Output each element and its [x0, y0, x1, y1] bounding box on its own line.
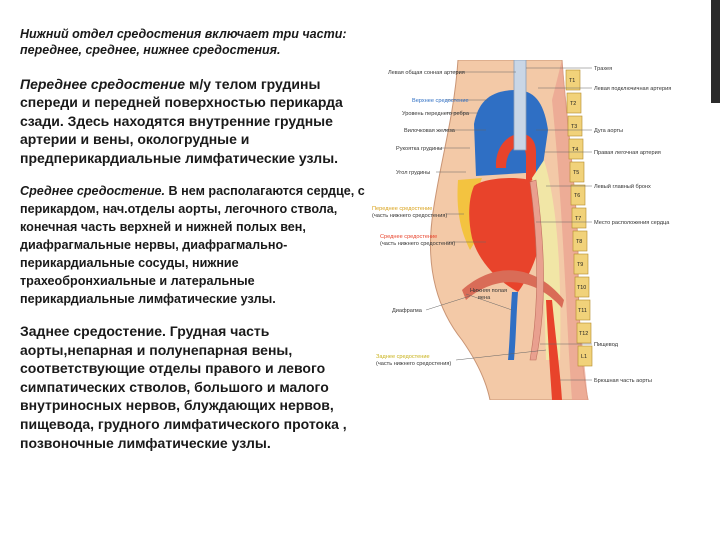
vertebra	[566, 92, 582, 114]
superior-mediastinum	[474, 90, 548, 176]
middle-paragraph: Среднее средостение. В нем располагаются…	[20, 182, 365, 308]
middle-mediastinum	[469, 178, 546, 292]
label-abdominal-aorta: Брюшная часть аорты	[594, 378, 652, 384]
mediastinum-diagram: T1 T2 T3 T4 T5 T6 T7 T8 T9 T10 T11 T12 L…	[372, 60, 671, 400]
intro-paragraph: Нижний отдел средостения включает три ча…	[20, 26, 365, 58]
posterior-text: Заднее средостение. Грудная часть аорты,…	[20, 323, 347, 451]
vertebra-label: T7	[575, 216, 581, 222]
vertebra	[568, 138, 584, 160]
vertebra-label: T9	[577, 262, 583, 268]
vertebra	[573, 253, 589, 275]
spine: T1 T2 T3 T4 T5 T6 T7 T8 T9 T10 T11 T12 L…	[565, 69, 593, 367]
middle-text: В нем располагаются сердце, с перикардом…	[20, 184, 365, 307]
middle-lead: Среднее средостение.	[20, 184, 166, 199]
label-left-subclavian: Левая подключичная артерия	[594, 86, 671, 92]
label-sternal-angle: Угол грудины	[396, 170, 430, 176]
vertebra-label: T12	[579, 331, 588, 337]
vertebra	[577, 345, 593, 367]
vertebra-label: T11	[578, 308, 587, 314]
vertebra	[565, 69, 581, 91]
vertebra	[575, 299, 591, 321]
esophagus	[529, 179, 544, 361]
label-thymus: Вилочковая железа	[404, 128, 456, 134]
vertebra	[569, 161, 585, 183]
vertebra-label: T8	[576, 239, 582, 245]
leader-line	[455, 349, 547, 361]
label-anterior-note: (часть нижнего средостения)	[372, 213, 447, 219]
label-ivc-2: вена	[478, 295, 491, 301]
vertebra	[576, 322, 592, 344]
vertebra	[570, 184, 586, 206]
label-right-pulmonary: Правая легочная артерия	[594, 150, 661, 156]
label-trachea: Трахея	[594, 66, 612, 72]
slide-text: Нижний отдел средостения включает три ча…	[20, 26, 365, 452]
vertebra-label: T2	[570, 101, 576, 107]
label-superior-mediastinum: Верхнее средостение	[412, 98, 469, 104]
label-anterior-mediastinum: Переднее средостение	[372, 206, 432, 212]
label-ivc: Нижняя полая	[470, 288, 507, 294]
vertebra	[571, 207, 587, 229]
intro-text: Нижний отдел средостения включает три ча…	[20, 27, 347, 57]
mediastinum-figure: T1 T2 T3 T4 T5 T6 T7 T8 T9 T10 T11 T12 L…	[366, 60, 706, 400]
vertebra-label: T3	[571, 124, 577, 130]
leader-line	[425, 295, 471, 311]
anterior-lead: Переднее средостение	[20, 76, 186, 92]
anterior-text: м/у телом грудины спереди и передней пов…	[20, 76, 343, 166]
vertebra-label: T6	[574, 193, 580, 199]
leader-lines	[425, 67, 592, 381]
vertebra	[572, 230, 588, 252]
vertebra-label: T1	[569, 78, 575, 84]
label-diaphragm: Диафрагма	[392, 308, 423, 314]
label-left-common-carotid: Левая общая сонная артерия	[388, 70, 465, 76]
leader-line	[465, 293, 513, 311]
trachea	[513, 60, 527, 151]
label-manubrium: Рукоятка грудины	[396, 146, 442, 152]
label-rib-level: Уровень переднего ребра	[402, 111, 470, 117]
vertebra-label: T10	[577, 285, 586, 291]
accent-bar	[711, 0, 720, 103]
inferior-vena-cava	[508, 292, 518, 360]
label-heart-location: Место расположения сердца	[594, 220, 670, 226]
posterior-paragraph: Заднее средостение. Грудная часть аорты,…	[20, 322, 365, 452]
vertebra-label: L1	[581, 354, 587, 360]
label-middle-mediastinum: Среднее средостение	[380, 234, 437, 240]
label-left-bronchus: Левый главный бронх	[594, 183, 651, 190]
label-aortic-arch: Дуга аорты	[594, 128, 623, 134]
vertebra-label: T4	[572, 147, 578, 153]
label-esophagus: Пищевод	[594, 342, 619, 348]
anterior-paragraph: Переднее средостение м/у телом грудины с…	[20, 75, 365, 167]
label-middle-note: (часть нижнего средостения)	[380, 241, 455, 247]
vertebra	[574, 276, 590, 298]
label-posterior-note: (часть нижнего средостения)	[376, 361, 451, 367]
label-posterior-mediastinum: Заднее средостение	[376, 354, 430, 360]
vertebra-label: T5	[573, 170, 579, 176]
abdominal-aorta	[546, 300, 562, 400]
vertebra	[567, 115, 583, 137]
